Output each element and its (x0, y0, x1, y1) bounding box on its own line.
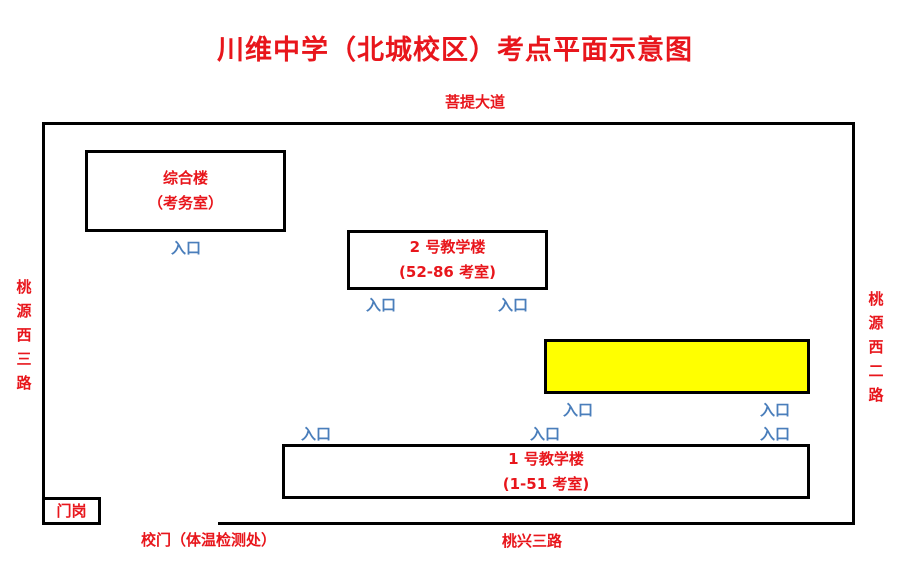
boundary-top (42, 122, 855, 125)
gate-label: 校门（体温检测处） (141, 531, 277, 549)
complex-building: 综合楼 （考务室） (85, 150, 286, 232)
building-1-sub: (1-51 考室) (502, 474, 590, 493)
boundary-right (852, 122, 855, 525)
highlighted-building (544, 339, 810, 394)
entry-highlight-right: 入口 (760, 401, 791, 419)
building-2: 2 号教学楼 (52-86 考室) (347, 230, 548, 290)
boundary-left (42, 122, 45, 525)
building-1: 1 号教学楼 (1-51 考室) (282, 444, 810, 499)
entry-complex: 入口 (171, 239, 202, 257)
entry-building-2-left: 入口 (366, 296, 397, 314)
building-2-sub: (52-86 考室) (399, 263, 496, 281)
road-south-label: 桃兴三路 (502, 532, 563, 550)
guard-post: 门岗 (42, 497, 101, 525)
entry-building-2-right: 入口 (498, 296, 529, 314)
road-east-label: 桃 源 西 二 路 (868, 290, 884, 404)
entry-building-1-left: 入口 (301, 425, 332, 443)
map-title: 川维中学（北城校区）考点平面示意图 (217, 35, 693, 66)
entry-building-1-right: 入口 (760, 425, 791, 443)
entry-highlight-left: 入口 (563, 401, 594, 419)
building-2-name: 2 号教学楼 (409, 238, 486, 256)
complex-building-name: 综合楼 (162, 169, 208, 187)
road-north-label: 菩提大道 (445, 93, 506, 111)
entry-building-1-middle: 入口 (530, 425, 561, 443)
building-1-name: 1 号教学楼 (508, 449, 584, 468)
boundary-bottom (218, 522, 855, 525)
complex-building-sub: （考务室） (147, 194, 223, 212)
road-west-label: 桃 源 西 三 路 (16, 278, 32, 392)
guard-post-label: 门岗 (56, 501, 87, 520)
